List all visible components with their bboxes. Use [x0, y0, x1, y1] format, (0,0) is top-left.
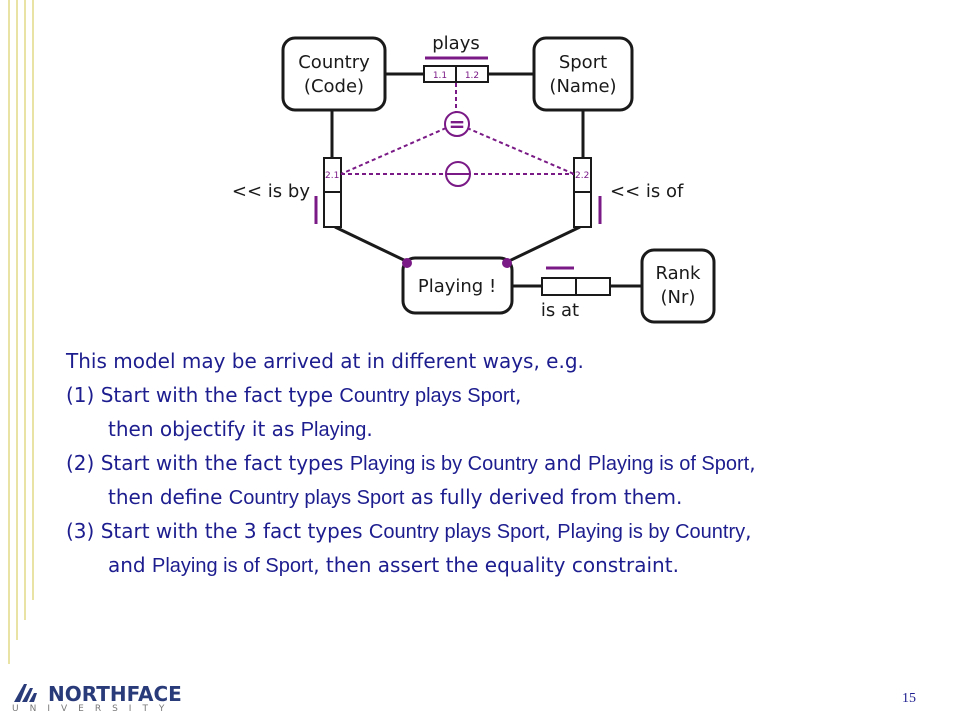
role-label-1-1: 1.1 [433, 71, 447, 81]
mandatory-dot-left [402, 258, 412, 268]
role-box-3-1[interactable] [541, 277, 577, 296]
role-box-3-2[interactable] [575, 277, 611, 296]
connector-lines [330, 72, 642, 288]
item-2-term-1: Playing is by Country [349, 453, 538, 475]
role-label-2-1: 2.1 [325, 171, 339, 181]
entity-rank-name: Rank [656, 263, 702, 284]
fact-is-by-reading: << is by [232, 181, 310, 202]
item-1-cont-prefix: then objectify it as [108, 417, 301, 441]
entity-country-refmode: (Code) [304, 76, 364, 97]
item-2-cont-term-1: Country plays Sport [228, 487, 405, 509]
logo-name: NORTHFACE [48, 682, 182, 706]
role-label-1-2: 1.2 [465, 71, 479, 81]
external-uniqueness-constraint[interactable] [341, 161, 574, 187]
item-3-cont-prefix: and [108, 553, 152, 577]
entity-rank-refmode: (Nr) [661, 287, 696, 308]
item-1-suffix: , [515, 383, 522, 407]
left-decor-line-2 [16, 0, 18, 640]
item-2-suffix: , [749, 451, 756, 475]
entity-sport-name: Sport [559, 52, 607, 73]
left-decor-line-4 [32, 0, 34, 600]
role-box-1-2[interactable] [455, 65, 489, 83]
logo-subtitle: UNIVERSITY [12, 704, 176, 714]
explanation-text: This model may be arrived at in differen… [66, 344, 946, 582]
item-2-prefix: (2) Start with the fact types [66, 451, 350, 475]
role-box-2-2b[interactable] [573, 191, 592, 228]
fact-is-at-reading: is at [541, 300, 579, 321]
item-3-cont-term-1: Playing is of Sport [151, 555, 314, 577]
fact-is-of-reading: << is of [610, 181, 684, 202]
entity-rank[interactable]: Rank (Nr) [640, 248, 716, 324]
equality-constraint[interactable]: = [340, 83, 575, 175]
constraint-line-eq-left [340, 127, 447, 175]
item-2-term-2: Playing is of Sport [588, 453, 750, 475]
item-1-cont-term-1: Playing [300, 419, 367, 441]
item-1-prefix: (1) Start with the fact type [66, 383, 340, 407]
equality-constraint-circle[interactable] [444, 111, 470, 137]
intro-text: This model may be arrived at in differen… [66, 349, 584, 373]
entity-playing[interactable]: Playing ! [401, 256, 514, 315]
item-2-line: (2) Start with the fact types Playing is… [66, 446, 946, 480]
item-3-prefix: (3) Start with the 3 fact types [66, 519, 369, 543]
fact-type-plays[interactable]: plays 1.1 1.2 [423, 33, 489, 83]
item-3-line: (3) Start with the 3 fact types Country … [66, 514, 946, 548]
entity-country-name: Country [298, 52, 370, 73]
role-box-2-1b[interactable] [323, 191, 342, 228]
entity-sport-refmode: (Name) [549, 76, 616, 97]
entity-sport[interactable]: Sport (Name) [532, 36, 634, 112]
left-decor-line-1 [8, 0, 10, 664]
intro-line: This model may be arrived at in differen… [66, 344, 946, 378]
item-3-cont-line: and Playing is of Sport, then assert the… [66, 548, 946, 582]
role-label-2-2: 2.2 [575, 171, 589, 181]
constraint-line-eq-right [466, 127, 575, 175]
item-2-cont-suffix: as fully derived from them. [404, 485, 683, 509]
item-3-cont-suffix: , then assert the equality constraint. [313, 553, 679, 577]
fact-type-is-by[interactable]: 2.1 << is by [232, 157, 342, 228]
item-3-suffix: , [745, 519, 752, 543]
fact-plays-reading: plays [432, 33, 480, 54]
entity-country[interactable]: Country (Code) [281, 36, 387, 112]
item-1-cont-suffix: . [366, 417, 373, 441]
item-3-term-1: Country plays Sport [368, 521, 545, 543]
item-3-term-2: Playing is by Country [557, 521, 746, 543]
item-1-term-1: Country plays Sport [339, 385, 516, 407]
item-1-cont-line: then objectify it as Playing. [66, 412, 946, 446]
fact-type-is-of[interactable]: 2.2 << is of [573, 157, 684, 228]
northface-logo-icon [14, 684, 37, 702]
item-2-mid: and [537, 451, 589, 475]
northface-logo: NORTHFACE UNIVERSITY [12, 682, 182, 716]
left-decor-line-3 [24, 0, 26, 620]
mandatory-dot-right [502, 258, 512, 268]
item-1-line: (1) Start with the fact type Country pla… [66, 378, 946, 412]
item-2-cont-line: then define Country plays Sport as fully… [66, 480, 946, 514]
fact-type-is-at[interactable]: is at [541, 266, 611, 321]
page-number: 15 [902, 691, 916, 706]
item-2-cont-prefix: then define [108, 485, 229, 509]
entity-playing-name: Playing ! [418, 276, 496, 297]
equality-constraint-symbol: = [449, 112, 466, 136]
orm-diagram: Country (Code) Sport (Name) Playing ! Ra… [232, 33, 716, 324]
item-3-mid: , [544, 519, 558, 543]
